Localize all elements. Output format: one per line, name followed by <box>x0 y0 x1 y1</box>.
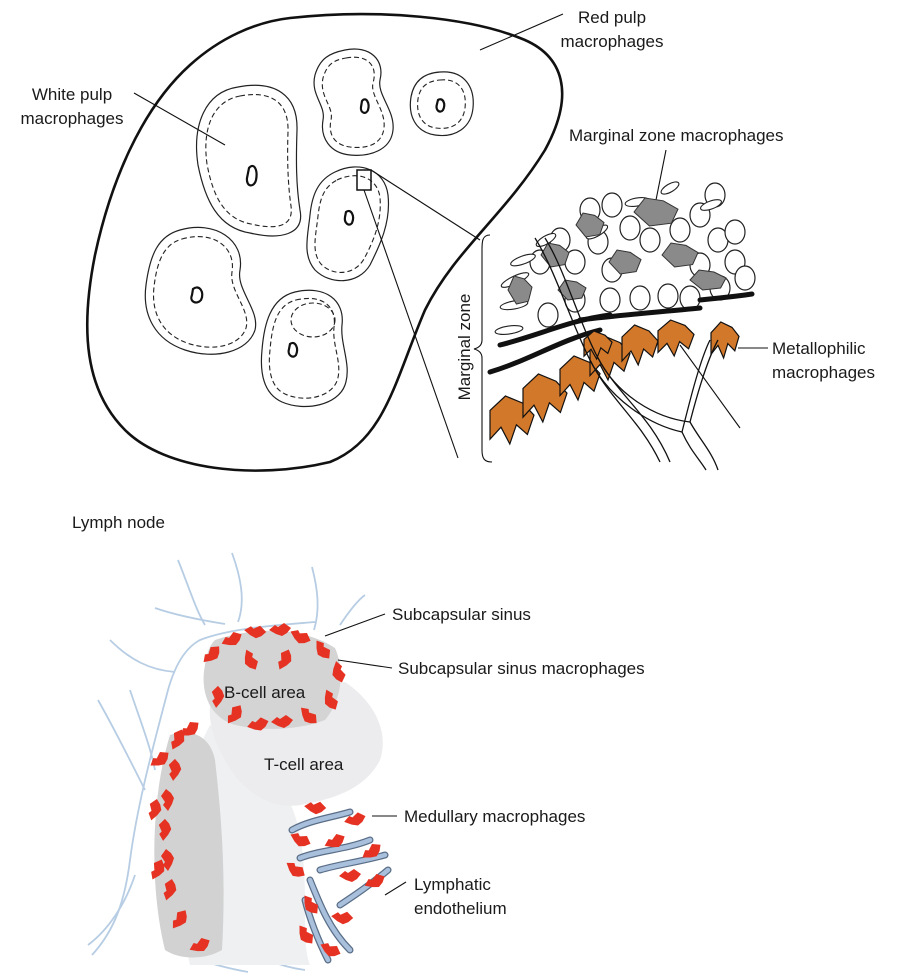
lymphatic-endothelium-label-line1: Lymphatic <box>414 875 491 894</box>
arteriole-branch <box>590 360 660 462</box>
lymphatic-endothelium <box>292 812 350 830</box>
lymph-node-title: Lymph node <box>72 513 165 532</box>
subcapsular-sinus-macrophages-label: Subcapsular sinus macrophages <box>398 659 645 678</box>
spleen-capsule <box>87 14 562 471</box>
marginal-sinus-lining <box>700 294 752 300</box>
white-pulp-follicle <box>197 85 301 236</box>
metallophilic-label-line2: macrophages <box>772 363 875 382</box>
lymphatic-endothelium-label-line2: endothelium <box>414 899 507 918</box>
lymphocyte-cell <box>600 288 620 312</box>
marginal-zone-bracket <box>474 235 492 462</box>
lymphocyte-cell <box>620 216 640 240</box>
marginal-zone-macrophage <box>576 213 604 237</box>
white-pulp-label-line2: macrophages <box>20 109 123 128</box>
arteriole-branch <box>690 422 718 470</box>
lymphocyte-cell <box>658 284 678 308</box>
white-pulp-follicle <box>314 49 393 155</box>
red-pulp-label-line2: macrophages <box>560 32 663 51</box>
metallophilic-label-line1: Metallophilic <box>772 339 866 358</box>
lymphocyte-cell <box>630 286 650 310</box>
cortex-follicle <box>154 732 223 957</box>
red-pulp-label-line1: Red pulp <box>578 8 646 27</box>
t-cell-area-label: T-cell area <box>264 755 344 774</box>
ssm-leader <box>338 660 392 668</box>
white-pulp-label-line1: White pulp <box>32 85 112 104</box>
lymphocyte-cell <box>735 266 755 290</box>
lymph-node-diagram: Lymph node <box>72 513 645 972</box>
reticular-cell <box>495 324 524 336</box>
metallophilic-macrophage <box>711 322 739 358</box>
zoom-line <box>371 170 480 240</box>
white-pulp-follicle <box>261 290 347 406</box>
subcapsular-sinus-leader <box>325 614 385 636</box>
marginal-zone-detail <box>490 180 755 470</box>
marginal-zone-macrophage <box>662 243 698 267</box>
lymphatic-endothelium <box>320 855 385 870</box>
red-pulp-leader <box>480 14 563 50</box>
reticular-cell <box>659 180 680 197</box>
lymphocyte-cell <box>602 193 622 217</box>
lymphocyte-cell <box>640 228 660 252</box>
lymphocyte-cell <box>538 303 558 327</box>
marginal-zone-label: Marginal zone <box>455 294 474 401</box>
lymphocyte-cell <box>725 220 745 244</box>
lymphocyte-cell <box>670 218 690 242</box>
subcapsular-sinus-label: Subcapsular sinus <box>392 605 531 624</box>
spleen-diagram: Red pulp macrophages White pulp macropha… <box>20 8 875 471</box>
arteriole-branch <box>682 432 706 470</box>
metallophilic-macrophage <box>658 320 694 356</box>
marginal-zone-macrophages-label: Marginal zone macrophages <box>569 126 784 145</box>
macrophage-cell <box>339 869 361 882</box>
white-pulp-follicle <box>410 72 473 136</box>
b-cell-area-label: B-cell area <box>224 683 306 702</box>
white-pulp-follicle <box>145 227 255 354</box>
endothelium-leader <box>385 882 406 895</box>
medullary-macrophages-label: Medullary macrophages <box>404 807 585 826</box>
